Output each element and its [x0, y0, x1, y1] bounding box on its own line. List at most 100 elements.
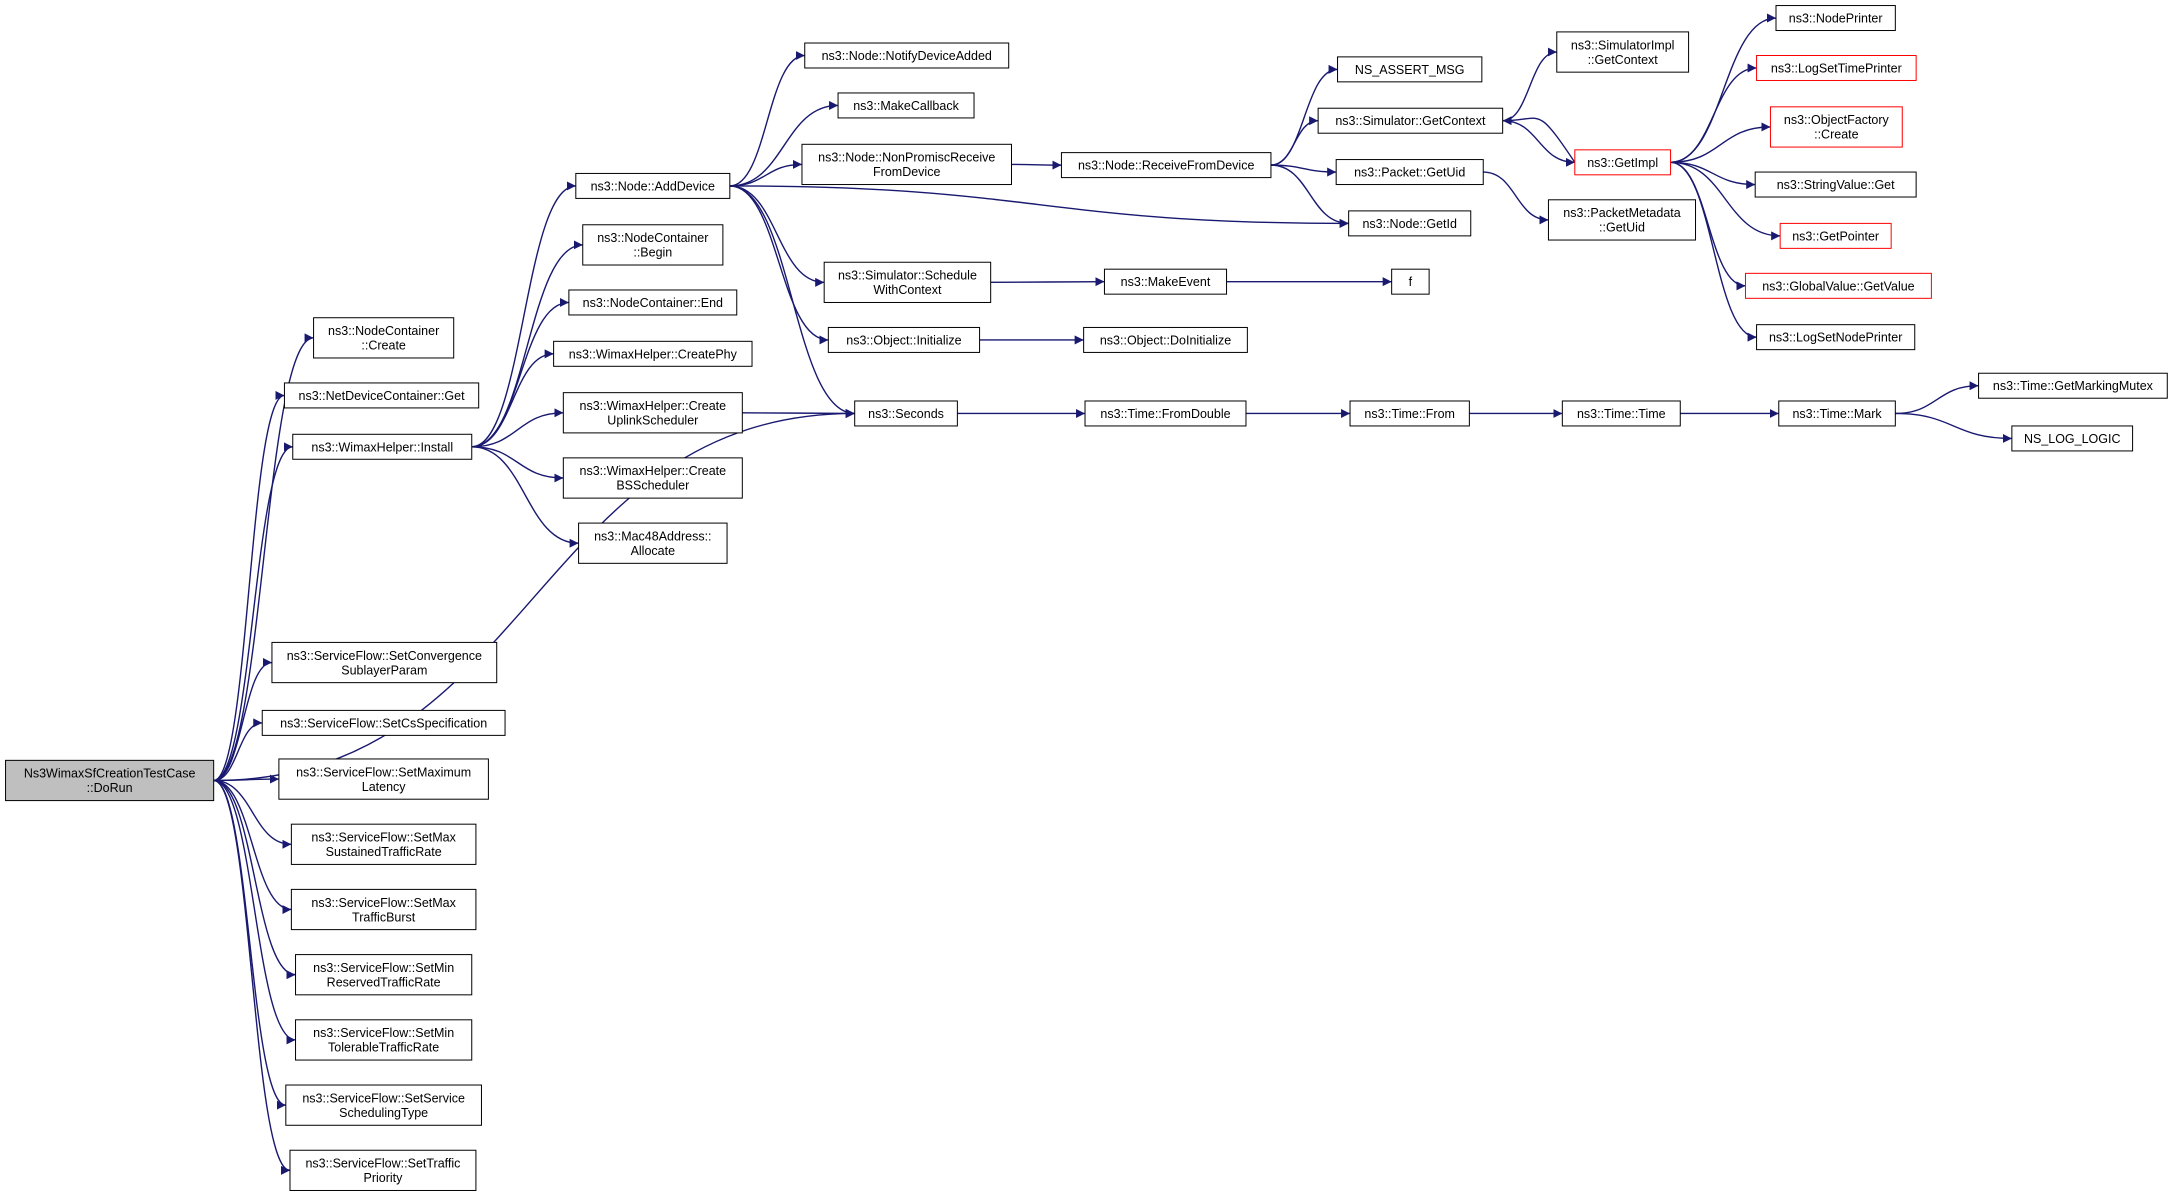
node-nc-begin[interactable]: ns3::NodeContainer::Begin: [582, 224, 724, 266]
node-box: [295, 1019, 473, 1061]
node-sf-maxsus[interactable]: ns3::ServiceFlow::SetMaxSustainedTraffic…: [290, 823, 477, 865]
node-label-line: ns3::MakeCallback: [853, 99, 959, 113]
node-label-line: TrafficBurst: [352, 910, 416, 924]
node-obj-doinit[interactable]: ns3::Object::DoInitialize: [1083, 326, 1248, 353]
node-makeevent[interactable]: ns3::MakeEvent: [1103, 268, 1228, 295]
node-label-line: TolerableTrafficRate: [328, 1041, 439, 1055]
node-nc-end[interactable]: ns3::NodeContainer::End: [568, 289, 738, 316]
node-node-notify[interactable]: ns3::Node::NotifyDeviceAdded: [804, 42, 1010, 69]
node-box: [1103, 268, 1228, 295]
edge-time_mark-to-ns_log_logic: [1895, 412, 2012, 443]
node-box: [1391, 268, 1430, 295]
edge-root-to-nc_create: [213, 333, 314, 782]
node-node-recv[interactable]: ns3::Node::ReceiveFromDevice: [1060, 152, 1272, 179]
node-box: [1556, 31, 1690, 73]
node-logsetnode[interactable]: ns3::LogSetNodePrinter: [1756, 324, 1916, 351]
node-ns-assert[interactable]: NS_ASSERT_MSG: [1337, 56, 1483, 83]
node-label-line: ns3::ServiceFlow::SetMin: [313, 961, 454, 975]
edge-sim_getctx-to-getimpl: [1502, 120, 1575, 167]
edge-root-to-sf_cs: [213, 718, 263, 782]
edge-wh_install-to-wh_ul: [471, 408, 564, 448]
node-makecb[interactable]: ns3::MakeCallback: [837, 92, 975, 119]
node-label-line: ns3::Node::AddDevice: [591, 179, 715, 193]
node-box: [285, 1084, 482, 1126]
node-sim-getctx[interactable]: ns3::Simulator::GetContext: [1317, 107, 1504, 134]
node-label-line: NS_ASSERT_MSG: [1355, 63, 1465, 77]
node-label-line: ns3::Mac48Address::: [594, 529, 711, 543]
node-mac48[interactable]: ns3::Mac48Address::Allocate: [578, 522, 728, 564]
node-label-line: ns3::Simulator::Schedule: [838, 269, 977, 283]
edge-wh_install-to-mac48: [471, 446, 579, 548]
node-f[interactable]: f: [1391, 268, 1430, 295]
node-box: [1778, 400, 1896, 427]
node-box: [271, 641, 498, 684]
node-label-line: BSScheduler: [616, 479, 689, 493]
node-box: [582, 224, 724, 266]
node-sf-mintol[interactable]: ns3::ServiceFlow::SetMinTolerableTraffic…: [295, 1019, 473, 1061]
node-label-line: ns3::ServiceFlow::SetService: [302, 1091, 465, 1105]
node-label-line: Latency: [362, 780, 407, 794]
node-ns-log-logic[interactable]: NS_LOG_LOGIC: [2011, 425, 2134, 452]
edge-root-to-sf_mintol: [213, 779, 296, 1045]
edge-root-to-sf_maxlat: [213, 774, 279, 784]
node-strval-get[interactable]: ns3::StringValue::Get: [1754, 171, 1917, 198]
edge-node_adddev-to-node_nonprom: [729, 159, 802, 187]
node-getimpl[interactable]: ns3::GetImpl: [1574, 149, 1672, 176]
node-box: [804, 42, 1010, 69]
node-sf-minres[interactable]: ns3::ServiceFlow::SetMinReservedTrafficR…: [295, 954, 473, 996]
node-box: [1769, 106, 1903, 148]
node-time-from[interactable]: ns3::Time::From: [1349, 400, 1470, 427]
node-box: [568, 289, 738, 316]
node-ndc-get[interactable]: ns3::NetDeviceContainer::Get: [283, 382, 480, 409]
node-wh-install[interactable]: ns3::WimaxHelper::Install: [292, 433, 473, 460]
edge-getimpl-to-objfactory: [1670, 122, 1771, 164]
node-gv-getvalue[interactable]: ns3::GlobalValue::GetValue: [1744, 272, 1932, 299]
node-box: [289, 1149, 477, 1191]
edge-node_adddev-to-sim_sched: [729, 185, 825, 287]
node-nc-create[interactable]: ns3::NodeContainer::Create: [313, 317, 455, 359]
node-node-adddev[interactable]: ns3::Node::AddDevice: [575, 172, 731, 199]
node-logsettime[interactable]: ns3::LogSetTimePrinter: [1756, 55, 1917, 81]
node-label-line: ns3::WimaxHelper::Install: [311, 440, 453, 454]
node-node-getid[interactable]: ns3::Node::GetId: [1348, 210, 1472, 237]
node-time-time[interactable]: ns3::Time::Time: [1561, 400, 1681, 427]
node-label-line: ns3::GetPointer: [1792, 229, 1879, 243]
node-box: [1775, 5, 1896, 32]
node-box: [1779, 222, 1892, 249]
node-label-line: ns3::ServiceFlow::SetTraffic: [305, 1157, 460, 1171]
node-label-line: ns3::NodeContainer: [328, 324, 439, 338]
edge-getimpl-to-logsettime: [1670, 63, 1757, 164]
node-sf-conv[interactable]: ns3::ServiceFlow::SetConvergenceSublayer…: [271, 641, 498, 684]
node-sf-cs[interactable]: ns3::ServiceFlow::SetCsSpecification: [261, 709, 506, 736]
node-wh-phy[interactable]: ns3::WimaxHelper::CreatePhy: [553, 340, 753, 367]
node-simimpl-getctx[interactable]: ns3::SimulatorImpl::GetContext: [1556, 31, 1690, 73]
node-objfactory[interactable]: ns3::ObjectFactory::Create: [1769, 106, 1903, 148]
node-root[interactable]: Ns3WimaxSfCreationTestCase::DoRun: [5, 759, 215, 802]
node-time-getmutex[interactable]: ns3::Time::GetMarkingMutex: [1978, 372, 2168, 399]
node-getpointer[interactable]: ns3::GetPointer: [1779, 222, 1892, 249]
edge-root-to-sf_sched: [213, 779, 287, 1110]
node-time-fromdouble[interactable]: ns3::Time::FromDouble: [1084, 400, 1247, 427]
edge-wh_install-to-wh_phy: [471, 349, 554, 448]
node-box: [283, 382, 480, 409]
edge-root-to-sf_maxburst: [213, 779, 292, 914]
node-sf-sched[interactable]: ns3::ServiceFlow::SetServiceSchedulingTy…: [285, 1084, 482, 1126]
edge-node_nonprom-to-node_recv: [1011, 160, 1062, 170]
node-pkt-getuid[interactable]: ns3::Packet::GetUid: [1335, 159, 1484, 186]
node-seconds[interactable]: ns3::Seconds: [854, 400, 958, 427]
node-pm-getuid[interactable]: ns3::PacketMetadata::GetUid: [1547, 199, 1697, 241]
node-obj-init[interactable]: ns3::Object::Initialize: [827, 326, 981, 353]
node-nodeprinter[interactable]: ns3::NodePrinter: [1775, 5, 1896, 32]
node-label-line: ns3::SimulatorImpl: [1571, 38, 1675, 52]
edge-time_mark-to-time_getmutex: [1895, 381, 1979, 415]
node-label-line: ns3::LogSetNodePrinter: [1769, 331, 1902, 345]
node-time-mark[interactable]: ns3::Time::Mark: [1778, 400, 1896, 427]
